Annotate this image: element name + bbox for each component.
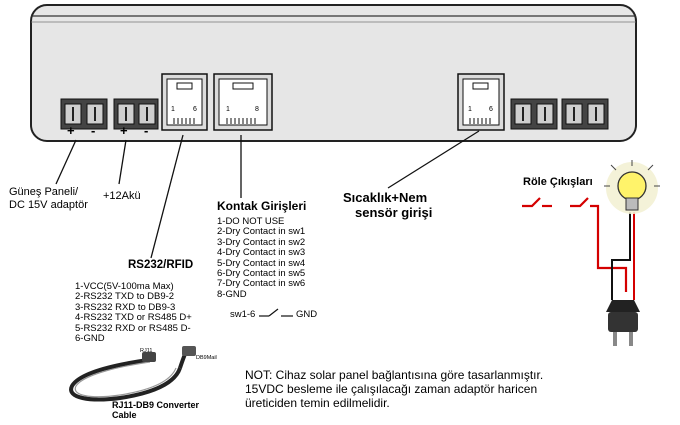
leader-solar [55,139,77,185]
list-item: 4-RS232 TXD or RS485 D+ [75,312,192,324]
lamp-wires [611,212,635,300]
list-item: 5-Dry Contact in sw4 [217,257,306,269]
rs232-port [161,73,208,131]
list-item: 3-RS232 RXD to DB9-3 [75,301,176,313]
leader-lines [55,130,480,259]
note-line2: 15VDC besleme ile çalışılacağı zaman ada… [245,382,538,396]
list-item: 6-GND [75,333,105,345]
rs232-title: RS232/RFID [128,259,194,271]
kontak-pin-left: 1 [226,106,230,113]
terminal-block-battery [113,98,159,130]
sensor-pin-left: 1 [468,106,472,113]
sensor-port [457,73,505,131]
cable-title-line1: RJ11-DB9 Converter [112,400,200,410]
terminal-block-relay-1 [510,98,558,130]
rj11-tag: RJ11 [140,348,153,354]
solar-minus-sign: - [91,123,96,138]
switch-legend-left: sw1-6 [230,309,256,320]
kontak-title: Kontak Girişleri [217,199,307,213]
bulb-icon [604,160,660,214]
rs232-pin-right: 6 [193,106,197,113]
rs232-pin-left: 1 [171,106,175,113]
battery-label: +12Akü [103,190,141,202]
solar-plus-sign: + [67,123,75,138]
leader-sensor [387,130,480,189]
rs232-pin-list: 1-VCC(5V-100ma Max) 2-RS232 TXD to DB9-2… [75,281,192,345]
solar-label-line2: DC 15V adaptör [9,199,88,211]
terminal-block-solar [60,98,108,130]
list-item: 2-RS232 TXD to DB9-2 [75,291,175,303]
sensor-label-line1: Sıcaklık+Nem [343,190,428,205]
relay-contacts [522,197,628,292]
list-item: 3-Dry Contact in sw2 [217,236,306,248]
solar-label-line1: Güneş Paneli/ [9,186,79,198]
battery-plus-sign: + [120,123,128,138]
cable-title-line2: Cable [112,410,137,420]
note-line3: üreticiden temin edilmelidir. [245,396,390,410]
list-item: 4-Dry Contact in sw3 [217,247,306,259]
leader-rs232 [150,134,184,259]
list-item: 7-Dry Contact in sw6 [217,278,306,290]
leader-battery [118,139,127,185]
list-item: 8-GND [217,288,247,300]
relay-outputs-label: Röle Çıkışları [523,176,593,188]
terminal-block-relay-2 [561,98,609,130]
note-line1: NOT: Cihaz solar panel bağlantısına göre… [245,368,544,382]
converter-cable-icon [69,346,196,402]
kontak-pin-list: 1-DO NOT USE 2-Dry Contact in sw1 3-Dry … [217,216,306,300]
list-item: 1-VCC(5V-100ma Max) [75,281,174,292]
kontak-pin-right: 8 [255,106,259,113]
battery-minus-sign: - [144,123,149,138]
switch-symbol-icon [259,308,293,317]
list-item: 2-Dry Contact in sw1 [217,226,306,238]
power-plug-icon [606,300,640,346]
sensor-pin-right: 6 [489,106,493,113]
sensor-label-line2: sensör girişi [355,205,433,220]
list-item: 5-RS232 RXD or RS485 D- [75,322,191,334]
db9-tag: DB9Mail [196,355,217,361]
list-item: 6-Dry Contact in sw5 [217,268,306,280]
kontak-port [213,73,273,131]
list-item: 1-DO NOT USE [217,216,285,227]
switch-legend-right: GND [296,309,318,320]
